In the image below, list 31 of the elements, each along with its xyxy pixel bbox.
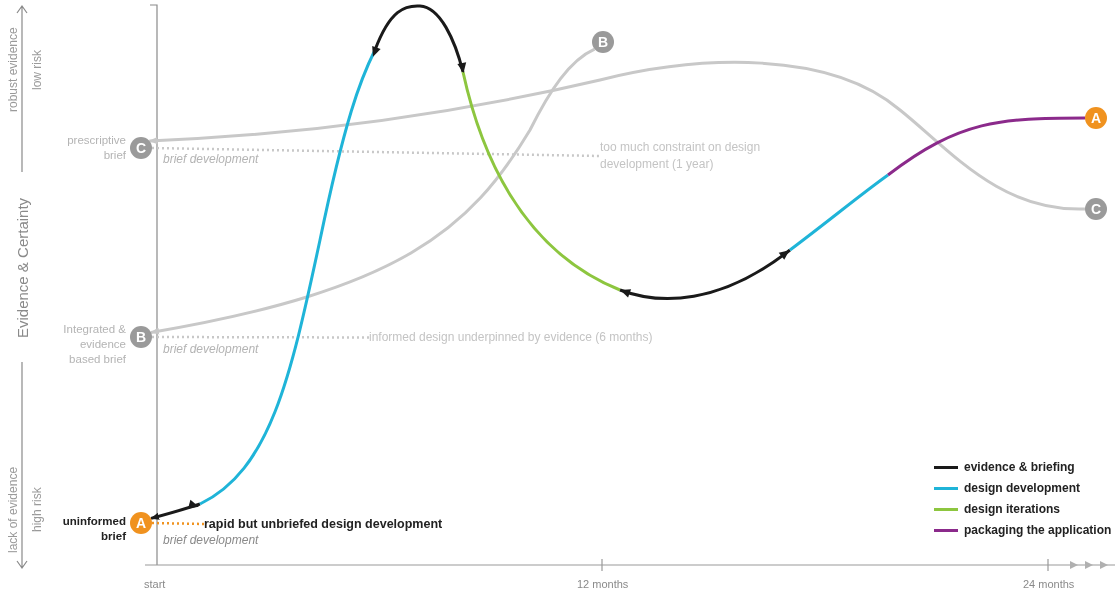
legend-text: design iterations: [964, 501, 1061, 518]
process-curve: [150, 4, 1085, 520]
scenario-marker: C: [130, 137, 152, 159]
scenario-marker: A: [130, 512, 152, 534]
axis-label: lack of evidence: [5, 465, 21, 556]
scenario-caption: uninformed brief: [61, 514, 126, 544]
axis-label: low risk: [29, 49, 45, 92]
phase-label: brief development: [163, 152, 260, 167]
axis-label: high risk: [29, 486, 45, 535]
axis-label: robust evidence: [5, 26, 21, 115]
scenario-caption: Integrated & evidence based brief: [62, 322, 126, 367]
scenario-marker: A: [1085, 107, 1107, 129]
scenario-marker: B: [592, 31, 614, 53]
legend-text: packaging the application: [964, 522, 1112, 539]
tick-label: start: [144, 577, 166, 592]
arrow: [150, 47, 596, 335]
scenario-marker: C: [1085, 198, 1107, 220]
legend-text: design development: [964, 480, 1081, 497]
tick-label: 24 months: [1023, 577, 1075, 592]
phase-label: brief development: [163, 342, 260, 357]
annotation-text: rapid but unbriefed design development: [204, 515, 454, 533]
legend-text: evidence & briefing: [964, 459, 1075, 476]
arrow: [148, 60, 1086, 211]
annotation-text: informed design underpinned by evidence (6 months): [369, 329, 699, 346]
annotation-text: too much constraint on design development (1 year): [600, 139, 800, 173]
dotted-line: [151, 521, 205, 526]
tick-label: brief development: [163, 532, 259, 549]
scenario-marker: B: [130, 326, 152, 348]
tick-label: 12 months: [577, 577, 629, 592]
scenario-caption: prescriptive brief: [66, 133, 126, 163]
axis-label: Evidence & Certainty: [13, 196, 32, 341]
